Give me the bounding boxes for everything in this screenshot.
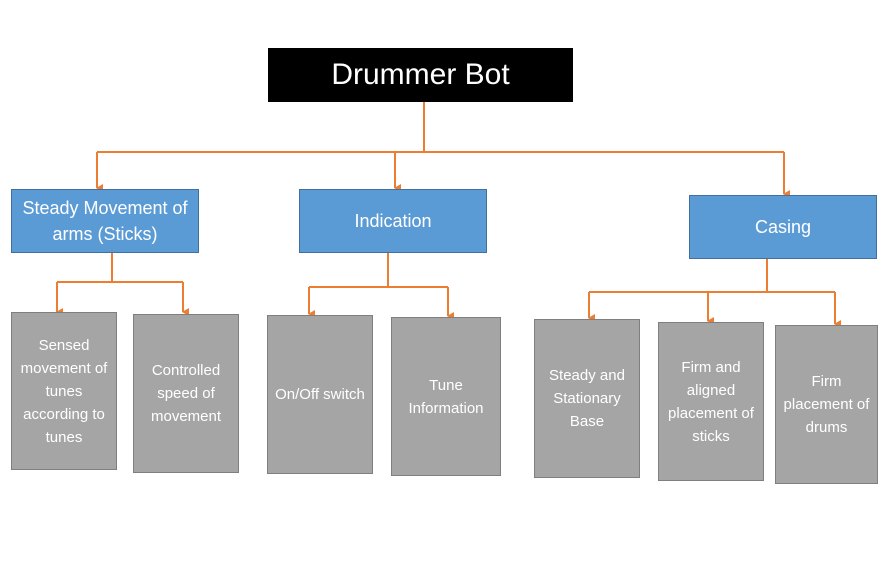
leaf-node-steady-base: Steady and Stationary Base — [534, 319, 640, 478]
category-node-label: Casing — [754, 217, 812, 237]
leaf-node-label: Controlled speed of movement — [150, 362, 222, 425]
category-node-indication: Indication — [299, 189, 487, 253]
leaf-node-label: Firm placement of drums — [783, 373, 870, 436]
leaf-node-sensed-movement: Sensed movement of tunes according to tu… — [11, 312, 117, 470]
leaf-node-aligned-sticks: Firm and aligned placement of sticks — [658, 322, 764, 481]
category-node-casing: Casing — [689, 195, 877, 259]
category-node-label: Indication — [354, 211, 432, 231]
category-node-steady-movement: Steady Movement of arms (Sticks) — [11, 189, 199, 253]
leaf-node-label: Sensed movement of tunes according to tu… — [20, 336, 108, 446]
leaf-node-tune-information: Tune Information — [391, 317, 501, 476]
root-node-drummer-bot: Drummer Bot — [268, 48, 573, 102]
leaf-node-label: Steady and Stationary Base — [549, 367, 625, 430]
leaf-node-on-off-switch: On/Off switch — [267, 315, 373, 474]
leaf-node-label: Tune Information — [408, 376, 484, 417]
leaf-node-label: Firm and aligned placement of sticks — [668, 358, 754, 445]
leaf-node-placement-drums: Firm placement of drums — [775, 325, 878, 484]
leaf-node-label: On/Off switch — [275, 386, 365, 403]
leaf-node-controlled-speed: Controlled speed of movement — [133, 314, 239, 473]
root-node-label: Drummer Bot — [331, 58, 510, 91]
category-node-label: Steady Movement of arms (Sticks) — [22, 198, 188, 244]
